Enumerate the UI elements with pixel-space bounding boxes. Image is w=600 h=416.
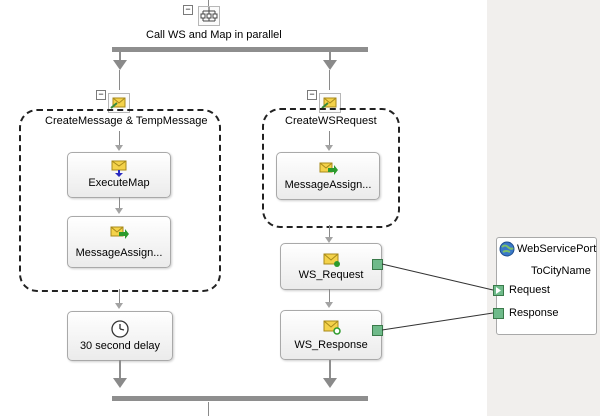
left-join-arrow — [113, 378, 127, 388]
delay-shape[interactable]: 30 second delay — [67, 311, 173, 361]
receive-icon — [321, 318, 341, 339]
request-label: Request — [509, 284, 550, 296]
right-scope-inner-line — [329, 131, 330, 145]
ws-request-send-shape[interactable]: WS_Request — [280, 243, 382, 290]
left-message-assign-shape[interactable]: MessageAssign... — [67, 216, 171, 268]
port-name: WebServicePort — [517, 243, 597, 255]
left-construct-scope[interactable] — [19, 109, 221, 292]
right-construct-scope[interactable] — [262, 108, 400, 228]
parallel-collapse-button[interactable]: − — [183, 5, 193, 15]
right-branch-line-2 — [329, 70, 330, 90]
left-to-delay-line — [119, 289, 120, 303]
parallel-top-bar — [112, 47, 368, 52]
left-inner-line-2 — [119, 197, 120, 208]
parallel-bottom-bar — [112, 396, 368, 401]
left-scope-inner-arrow — [115, 145, 123, 151]
right-join-arrow — [323, 378, 337, 388]
right-scope-title[interactable]: CreateWSRequest — [285, 115, 377, 127]
left-scope-title[interactable]: CreateMessage & TempMessage — [45, 115, 208, 127]
transform-icon — [110, 160, 128, 181]
right-branch-arrow — [323, 60, 337, 70]
right-to-send-line — [329, 225, 330, 237]
left-branch-line — [119, 52, 121, 60]
send-to-receive-line — [329, 289, 330, 302]
ws-response-receive-shape[interactable]: WS_Response — [280, 310, 382, 360]
parallel-actions-icon — [198, 6, 220, 26]
port-operation: ToCityName — [531, 265, 591, 277]
bottom-connector — [208, 402, 209, 416]
left-scope-collapse-button[interactable]: − — [96, 90, 106, 100]
send-to-receive-arrow — [325, 302, 333, 308]
construct-message-icon — [108, 93, 130, 113]
receive-port-connector[interactable] — [372, 325, 383, 336]
left-message-assign-label: MessageAssign... — [75, 247, 163, 259]
left-scope-inner-line — [119, 131, 120, 145]
left-to-delay-arrow — [115, 303, 123, 309]
right-to-send-arrow — [325, 237, 333, 243]
right-scope-collapse-button[interactable]: − — [307, 90, 317, 100]
execute-map-label: ExecuteMap — [88, 177, 150, 189]
parallel-title[interactable]: Call WS and Map in parallel — [146, 29, 282, 41]
left-branch-line-2 — [119, 70, 120, 90]
response-connector[interactable] — [493, 308, 504, 319]
designer-right-pane — [487, 0, 600, 416]
response-label: Response — [509, 307, 559, 319]
message-assign-icon — [109, 224, 129, 245]
request-connector[interactable] — [493, 285, 504, 296]
web-service-port[interactable]: WebServicePort ToCityName Request Respon… — [493, 237, 597, 335]
message-assign-icon-right — [318, 160, 338, 181]
left-branch-arrow — [113, 60, 127, 70]
left-inner-arrow-2 — [115, 208, 123, 214]
ws-request-label: WS_Request — [298, 269, 364, 281]
ws-response-label: WS_Response — [294, 339, 368, 351]
execute-map-shape[interactable]: ExecuteMap — [67, 152, 171, 198]
right-branch-line — [329, 52, 331, 60]
right-message-assign-shape[interactable]: MessageAssign... — [276, 152, 380, 200]
delay-label: 30 second delay — [79, 340, 161, 352]
right-message-assign-label: MessageAssign... — [284, 179, 372, 191]
top-connector — [208, 0, 209, 6]
clock-icon — [110, 319, 130, 342]
send-icon — [321, 251, 341, 272]
right-scope-inner-arrow — [325, 145, 333, 151]
right-join-line — [329, 360, 331, 378]
web-port-icon — [499, 241, 515, 260]
left-join-line — [119, 360, 121, 378]
